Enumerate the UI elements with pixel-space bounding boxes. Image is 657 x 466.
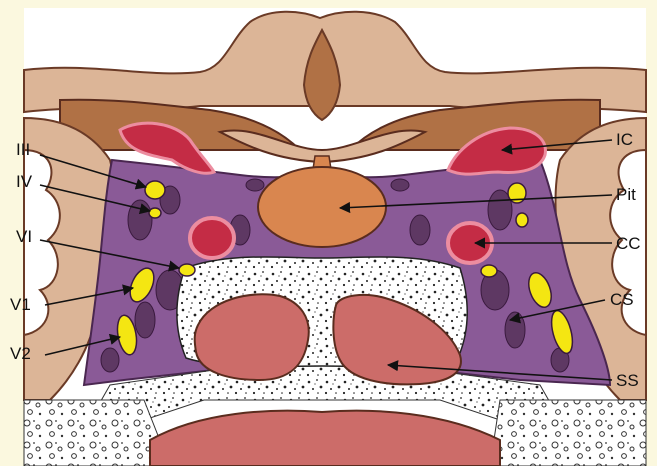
nerve-III-left <box>145 181 165 199</box>
nerve-IV-right <box>516 213 528 227</box>
label-V2: V2 <box>10 344 31 363</box>
label-CS: CS <box>610 290 634 309</box>
label-SS: SS <box>616 371 639 390</box>
label-CC: CC <box>616 234 641 253</box>
lower-bone-left <box>24 400 170 466</box>
nerve-VI-right <box>481 265 497 277</box>
lower-bone-right <box>490 400 646 466</box>
label-V1: V1 <box>10 295 31 314</box>
nerve-VI-left <box>179 264 195 276</box>
label-IC: IC <box>616 130 633 149</box>
nerve-IV-left <box>149 208 161 218</box>
label-IV: IV <box>16 172 33 191</box>
label-VI: VI <box>16 227 32 246</box>
label-III: III <box>16 140 30 159</box>
cavernous-carotid-left <box>190 218 234 258</box>
label-Pit: Pit <box>616 185 636 204</box>
